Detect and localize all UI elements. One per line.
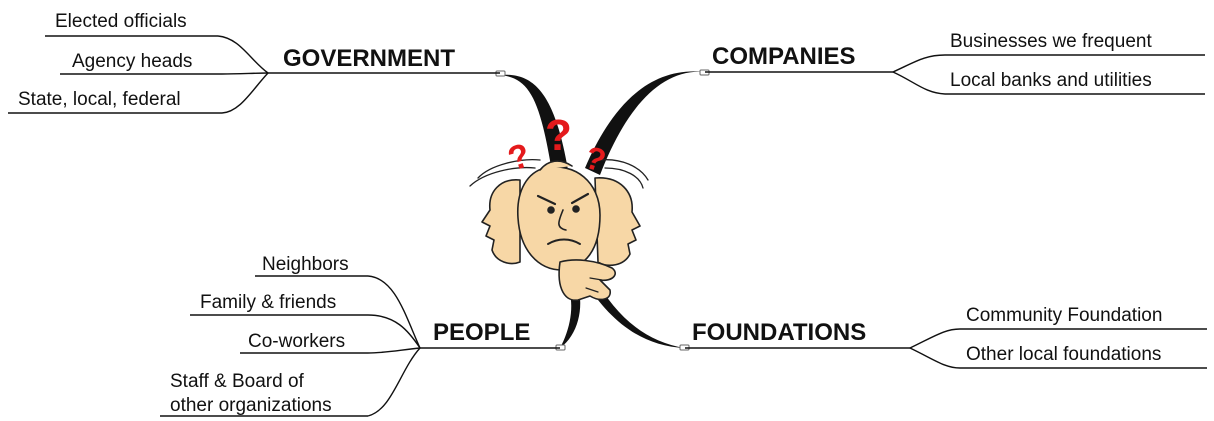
branch-companies (585, 71, 705, 175)
foundations-title: FOUNDATIONS (692, 319, 866, 346)
hair (539, 160, 573, 171)
foundations-item-2: Other local foundations (966, 344, 1161, 365)
foundations-group (685, 328, 1207, 369)
people-item-4: Staff & Board of (170, 371, 305, 392)
foundations-curve-2 (909, 347, 961, 369)
center-face (517, 166, 601, 271)
companies-curve-2 (892, 71, 946, 95)
branch-government (500, 74, 568, 172)
right-head (594, 177, 641, 267)
companies-curve-1 (892, 54, 946, 73)
government-curve-1 (217, 35, 269, 74)
people-title: PEOPLE (433, 319, 530, 346)
government-item-3: State, local, federal (18, 89, 181, 110)
people-item-3: Co-workers (248, 331, 345, 352)
swirl-lines (469, 159, 649, 189)
people-item-1: Neighbors (262, 254, 349, 275)
eyebrows (536, 192, 590, 206)
hand (558, 259, 616, 301)
left-eye (547, 206, 555, 214)
government-title: GOVERNMENT (283, 45, 455, 72)
left-head (481, 179, 521, 265)
people-item-2: Family & friends (200, 292, 336, 313)
government-item-2: Agency heads (72, 51, 192, 72)
people-group (160, 275, 560, 417)
people-curve-4 (367, 347, 421, 417)
companies-group (705, 54, 1205, 95)
government-item-1: Elected officials (55, 11, 187, 32)
government-group (8, 35, 500, 114)
foundations-item-1: Community Foundation (966, 305, 1162, 326)
confused-heads-icon (469, 159, 649, 301)
people-curve-1 (367, 275, 421, 349)
question-mark-2: ? (545, 111, 572, 160)
branch-people (560, 286, 581, 348)
right-eye (572, 205, 580, 213)
government-curve-3 (221, 72, 269, 114)
people-curve-3 (367, 347, 421, 354)
people-curve-2 (367, 314, 421, 349)
nose (558, 209, 567, 231)
companies-item-1: Businesses we frequent (950, 31, 1152, 52)
companies-item-2: Local banks and utilities (950, 70, 1152, 91)
government-curve-2 (221, 72, 269, 75)
hand-fingers (585, 277, 603, 293)
foundations-curve-1 (909, 328, 961, 349)
people-item-5: other organizations (170, 395, 332, 416)
question-mark-1: ? (503, 136, 535, 179)
mouth (547, 238, 581, 245)
companies-title: COMPANIES (712, 43, 856, 70)
